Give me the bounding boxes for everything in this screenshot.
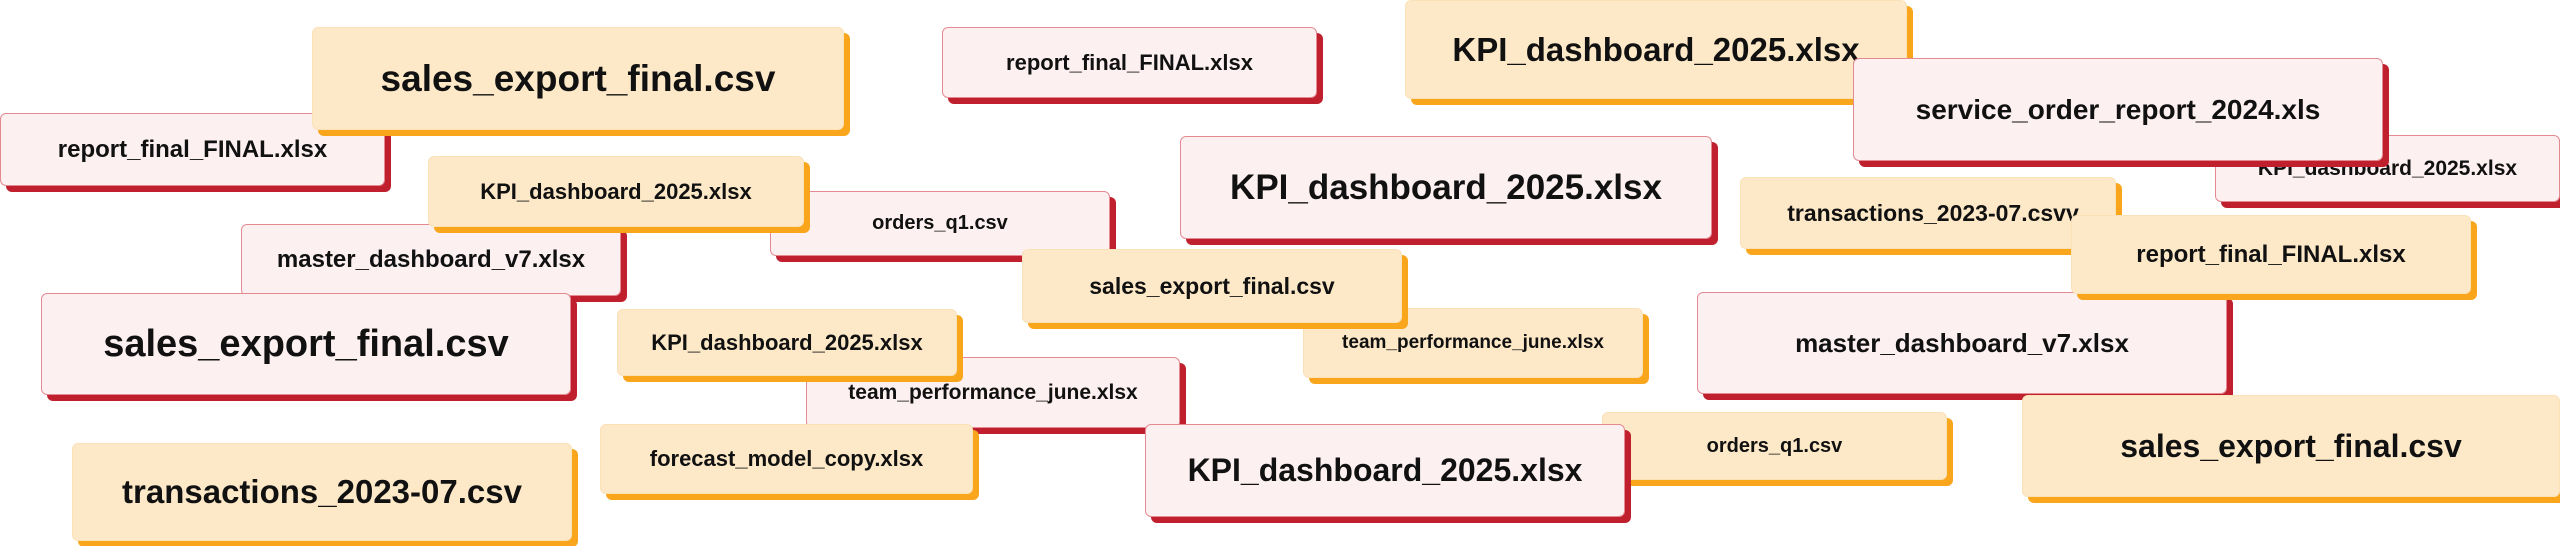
file-tile-label: KPI_dashboard_2025.xlsx (2257, 156, 2518, 180)
file-tile-label: KPI_dashboard_2025.xlsx (651, 329, 923, 355)
file-tile[interactable]: master_dashboard_v7.xlsx (1697, 292, 2227, 394)
file-tile[interactable]: KPI_dashboard_2025.xlsx (1405, 0, 1907, 99)
file-tile-label: service_order_report_2024.xls (1915, 93, 2321, 125)
file-tile-label: report_final_FINAL.xlsx (57, 135, 328, 163)
file-tile-label: report_final_FINAL.xlsx (2136, 240, 2406, 268)
file-tile[interactable]: KPI_dashboard_2025.xlsx (1145, 424, 1625, 517)
file-tile-label: master_dashboard_v7.xlsx (1795, 327, 2129, 358)
file-tile-label: report_final_FINAL.xlsx (1006, 49, 1253, 75)
file-tile[interactable]: service_order_report_2024.xls (1853, 58, 2383, 161)
file-tile[interactable]: report_final_FINAL.xlsx (942, 27, 1317, 98)
file-tile[interactable]: transactions_2023-07.csvv (1740, 177, 2116, 249)
file-tile-label: transactions_2023-07.csv (122, 473, 522, 510)
file-tile-label: KPI_dashboard_2025.xlsx (1230, 167, 1662, 207)
file-tile-label: sales_export_final.csv (2120, 427, 2462, 464)
file-tile-label: KPI_dashboard_2025.xlsx (1452, 30, 1860, 68)
file-tile[interactable]: team_performance_june.xlsx (806, 357, 1180, 428)
file-tile-label: sales_export_final.csv (103, 322, 509, 365)
file-tile-label: KPI_dashboard_2025.xlsx (480, 178, 752, 204)
file-tile-label: KPI_dashboard_2025.xlsx (1187, 452, 1583, 488)
file-tile-label: forecast_model_copy.xlsx (649, 446, 924, 471)
file-tile-label: team_performance_june.xlsx (848, 380, 1138, 404)
file-tile[interactable]: forecast_model_copy.xlsx (600, 424, 973, 494)
file-tile-label: transactions_2023-07.csvv (1787, 199, 2079, 226)
file-tile-label: orders_q1.csv (872, 212, 1008, 234)
file-tile-label: sales_export_final.csv (1089, 272, 1335, 299)
file-tile[interactable]: sales_export_final.csv (312, 27, 844, 130)
file-tile-label: team_performance_june.xlsx (1342, 332, 1604, 353)
file-tile[interactable]: sales_export_final.csv (2022, 395, 2560, 497)
file-tile[interactable]: sales_export_final.csv (41, 293, 571, 395)
file-tile-label: orders_q1.csv (1706, 434, 1843, 457)
file-tile[interactable]: KPI_dashboard_2025.xlsx (428, 156, 804, 227)
file-tile[interactable]: orders_q1.csv (770, 191, 1110, 256)
file-tile[interactable]: master_dashboard_v7.xlsx (241, 224, 621, 296)
file-tile[interactable]: report_final_FINAL.xlsx (2071, 215, 2471, 294)
file-tile[interactable]: orders_q1.csv (1602, 412, 1947, 480)
file-tile[interactable]: sales_export_final.csv (1022, 249, 1402, 323)
file-tile[interactable]: KPI_dashboard_2025.xlsx (1180, 136, 1712, 239)
file-tile-label: master_dashboard_v7.xlsx (276, 246, 586, 273)
file-tile-label: sales_export_final.csv (380, 57, 776, 99)
file-tile[interactable]: transactions_2023-07.csv (72, 443, 572, 541)
file-tile[interactable]: KPI_dashboard_2025.xlsx (617, 309, 957, 376)
